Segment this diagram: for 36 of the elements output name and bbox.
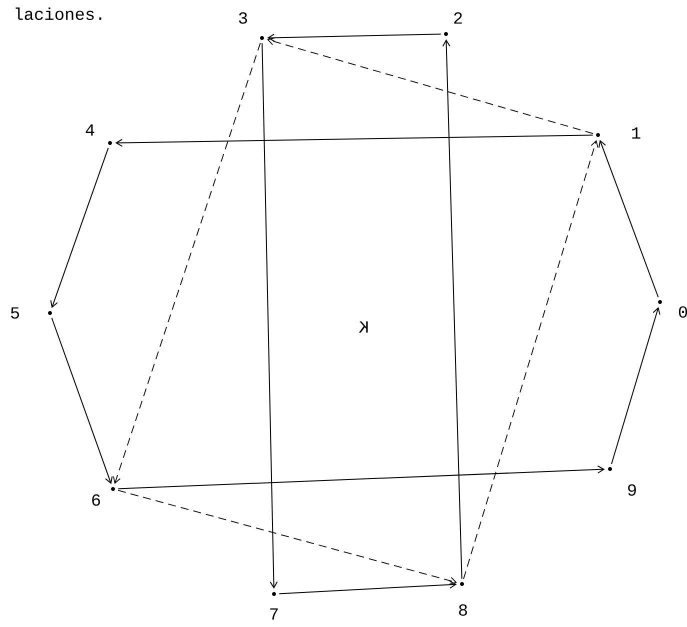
arrow — [118, 466, 605, 490]
point: 8 — [459, 582, 467, 616]
node-label: 9 — [628, 484, 636, 496]
arrow — [50, 147, 109, 308]
arrow — [51, 317, 113, 484]
arrow — [611, 306, 660, 465]
node-label: 8 — [459, 604, 467, 616]
point: 3 — [238, 12, 264, 40]
node-label: 6 — [92, 494, 100, 506]
node-label: 1 — [632, 127, 640, 139]
point: 1 — [596, 127, 640, 139]
node-label: 0 — [678, 306, 687, 318]
point: 9 — [608, 467, 636, 496]
point: 0 — [658, 300, 687, 318]
dashed-arrow — [113, 42, 261, 484]
node-label: 7 — [270, 608, 278, 620]
node-label: 4 — [86, 124, 94, 136]
dashed-arrow — [267, 38, 594, 134]
arrow — [598, 140, 659, 298]
arrow — [115, 134, 594, 147]
dashed-arrow — [118, 490, 457, 585]
letter-label: K — [358, 321, 368, 333]
node-label: 3 — [238, 12, 248, 24]
arrow — [442, 39, 462, 580]
node-label: 5 — [10, 307, 20, 319]
point: 5 — [10, 307, 52, 319]
arrow — [262, 42, 278, 589]
heading-text: laciones. — [16, 8, 102, 20]
arrow — [267, 34, 442, 42]
point: 7 — [270, 592, 278, 620]
node-label: 2 — [454, 12, 462, 24]
point: 2 — [444, 12, 462, 36]
point: 4 — [86, 124, 112, 145]
point: 6 — [92, 487, 115, 506]
arrow — [278, 580, 457, 594]
dashed-arrow — [463, 140, 598, 580]
